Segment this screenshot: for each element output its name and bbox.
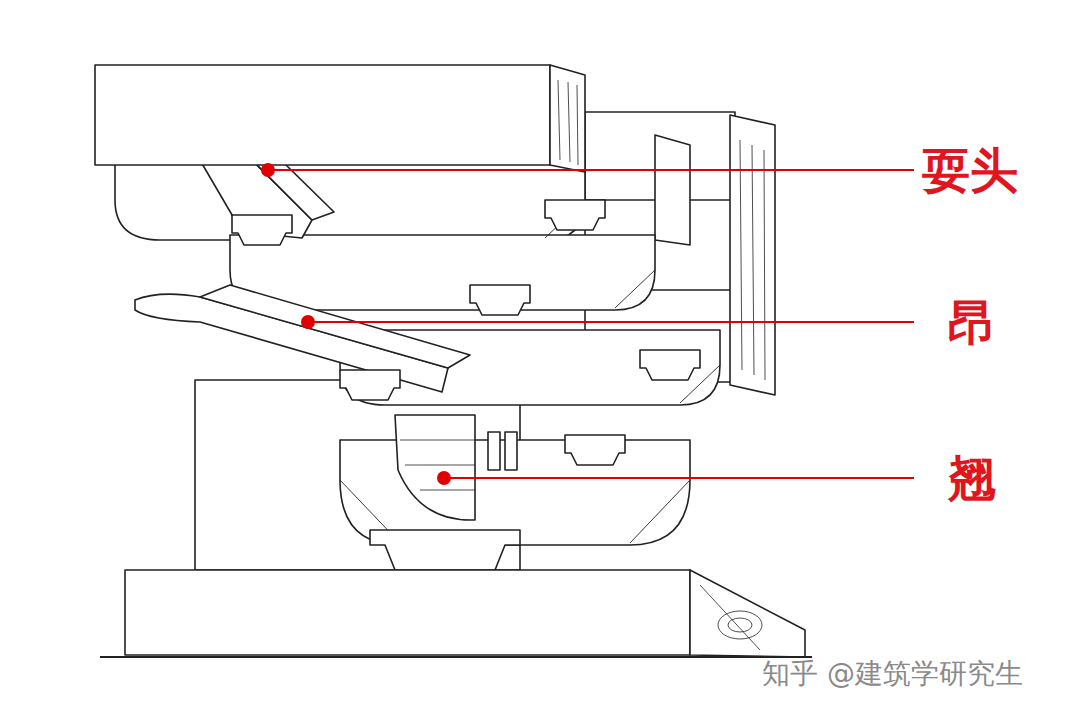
- qiao-arm: [395, 415, 475, 520]
- ludou-block: [370, 530, 520, 570]
- watermark: 知乎 @建筑学研究生: [762, 660, 1023, 688]
- base-beam-end: [690, 570, 805, 657]
- dou-block: [640, 350, 700, 380]
- leader-line: [268, 169, 914, 171]
- leader-line: [444, 477, 914, 479]
- dou-block: [470, 285, 530, 315]
- dou-block: [545, 200, 605, 230]
- part-label: 昂: [948, 298, 996, 346]
- leader-line: [308, 321, 914, 323]
- base-beam: [125, 570, 690, 655]
- bracket-arm: [115, 160, 585, 240]
- tenon: [505, 432, 517, 470]
- bracket-arm: [230, 235, 655, 310]
- dou-block: [232, 215, 292, 245]
- ang-face: [200, 285, 470, 368]
- part-label: 耍头: [922, 146, 1018, 194]
- leader-dot: [438, 472, 450, 484]
- part-label: 翘: [948, 454, 996, 502]
- beam-end: [550, 65, 585, 172]
- dou-block: [565, 435, 625, 465]
- beam-end: [655, 135, 690, 245]
- leader-dot: [302, 316, 314, 328]
- tenon: [488, 432, 500, 470]
- ground-line: [100, 656, 812, 658]
- dou-block: [340, 370, 400, 400]
- column: [730, 115, 775, 395]
- leader-dot: [262, 164, 274, 176]
- top-beam: [95, 65, 550, 165]
